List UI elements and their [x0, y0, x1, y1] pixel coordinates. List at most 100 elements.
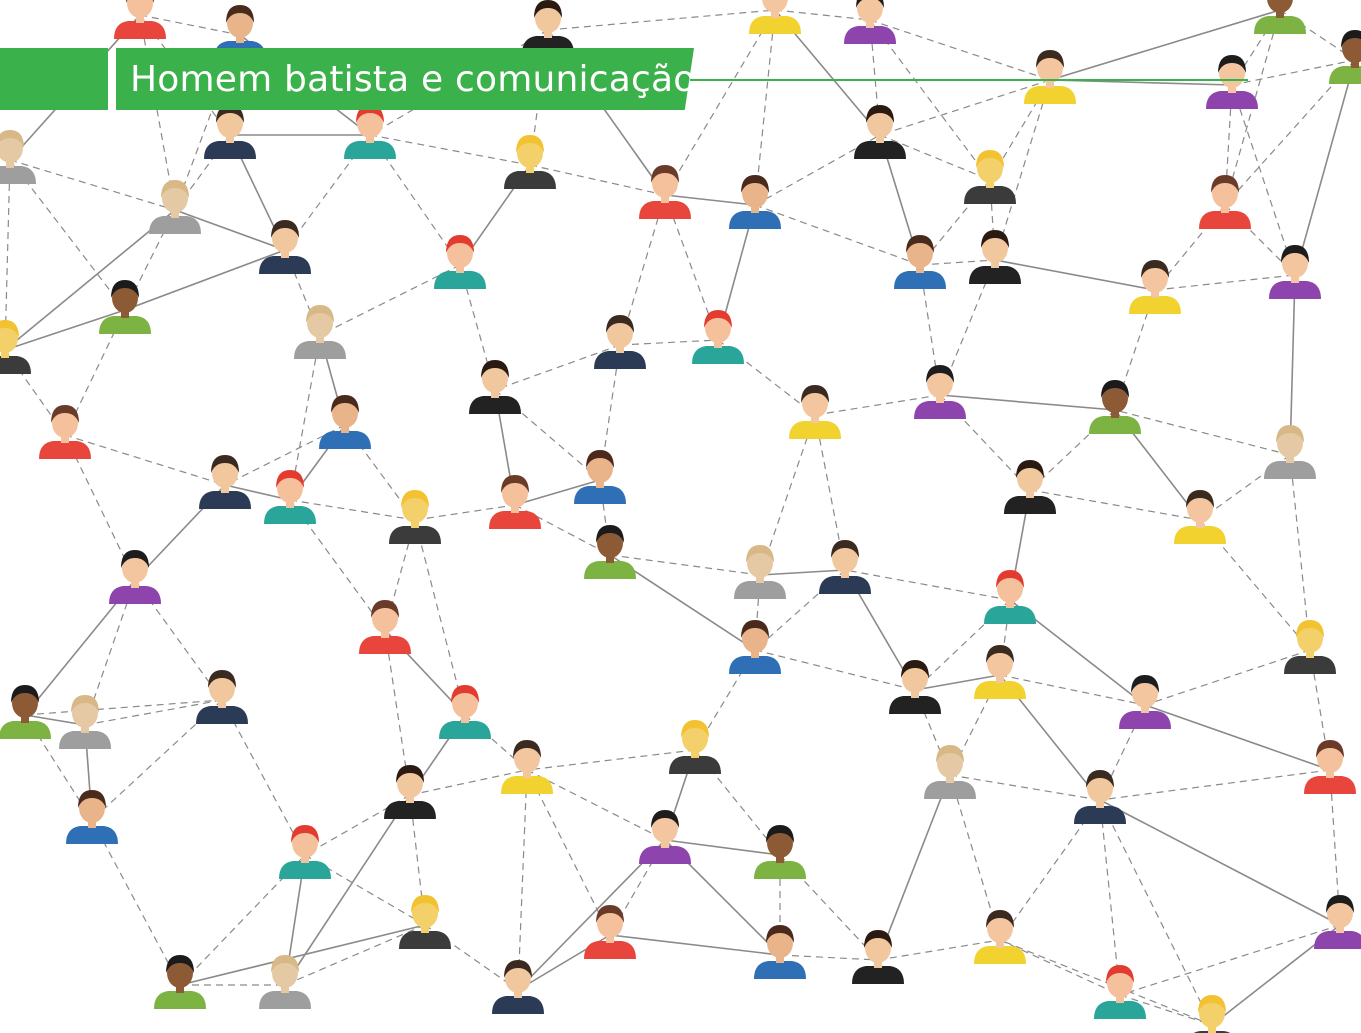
- network-link: [124, 249, 286, 311]
- person-avatar: [489, 475, 541, 529]
- person-avatar: [669, 720, 721, 774]
- network-link: [1289, 274, 1296, 456]
- person-avatar: [0, 685, 51, 739]
- network-link: [779, 954, 879, 961]
- network-link: [9, 159, 126, 311]
- network-link: [1049, 9, 1281, 81]
- person-avatar: [1304, 740, 1356, 794]
- network-link: [526, 749, 696, 771]
- person-avatar: [359, 600, 411, 654]
- person-avatar: [1089, 380, 1141, 434]
- network-link: [949, 774, 1101, 801]
- network-link: [999, 939, 1121, 996]
- person-avatar: [1206, 55, 1258, 109]
- person-avatar: [389, 490, 441, 544]
- network-link: [64, 434, 226, 486]
- person-avatar: [492, 960, 544, 1014]
- network-link: [526, 769, 611, 936]
- network-link: [664, 194, 719, 341]
- network-link: [494, 344, 621, 391]
- network-link: [24, 714, 86, 726]
- person-avatar: [66, 790, 118, 844]
- network-link: [994, 79, 1051, 261]
- network-link: [284, 924, 426, 986]
- person-avatar: [504, 135, 556, 189]
- person-avatar: [439, 685, 491, 739]
- person-avatar: [1193, 995, 1231, 1033]
- person-avatar: [279, 825, 331, 879]
- network-link: [994, 259, 1156, 291]
- network-link: [24, 714, 93, 821]
- network-link: [1231, 59, 1356, 86]
- network-link: [869, 19, 991, 181]
- network-link: [4, 309, 126, 351]
- network-link: [284, 794, 411, 986]
- person-avatar: [914, 365, 966, 419]
- network-link: [919, 259, 996, 266]
- network-link: [91, 819, 181, 986]
- network-link: [1114, 409, 1291, 456]
- network-link: [369, 29, 549, 136]
- person-avatar: [1269, 245, 1321, 299]
- person-avatar: [0, 320, 31, 374]
- person-avatar: [692, 310, 744, 364]
- title-banner: [116, 48, 694, 110]
- network-link: [664, 839, 781, 856]
- person-avatar: [259, 220, 311, 274]
- person-avatar: [501, 740, 553, 794]
- person-avatar: [1199, 175, 1251, 229]
- network-link: [1289, 454, 1311, 651]
- network-link: [304, 794, 411, 856]
- network-link: [517, 769, 528, 991]
- network-link: [1144, 649, 1311, 706]
- person-avatar: [1254, 0, 1306, 34]
- network-link: [409, 769, 528, 796]
- network-link: [879, 79, 1051, 136]
- network-link: [619, 194, 666, 346]
- network-link: [1119, 924, 1341, 996]
- person-avatar: [974, 645, 1026, 699]
- person-avatar: [344, 105, 396, 159]
- network-link: [514, 479, 601, 506]
- network-link: [384, 629, 411, 796]
- banner-left-block: [0, 48, 108, 110]
- network-link: [1224, 59, 1356, 206]
- network-link: [759, 414, 816, 576]
- person-avatar: [852, 930, 904, 984]
- network-link: [877, 774, 951, 961]
- network-link: [879, 134, 991, 181]
- person-avatar: [749, 0, 801, 34]
- network-link: [999, 939, 1213, 1026]
- network-link: [4, 159, 11, 351]
- network-link: [526, 769, 666, 841]
- network-link: [664, 194, 756, 206]
- network-link: [414, 519, 466, 716]
- network-link: [139, 14, 176, 211]
- person-avatar: [384, 765, 436, 819]
- person-avatar: [196, 670, 248, 724]
- person-avatar: [894, 235, 946, 289]
- network-link: [139, 14, 241, 36]
- person-avatar: [1174, 490, 1226, 544]
- network-link: [1114, 289, 1156, 411]
- network-link: [179, 924, 426, 986]
- page-title: Homem batista e comunicação: [130, 59, 696, 100]
- network-link: [754, 9, 776, 206]
- person-avatar: [59, 695, 111, 749]
- network-link: [1119, 994, 1213, 1026]
- network-link: [319, 264, 461, 336]
- person-avatar: [1074, 770, 1126, 824]
- person-avatar: [109, 550, 161, 604]
- network-link: [289, 499, 416, 521]
- person-avatar: [964, 150, 1016, 204]
- person-avatar: [259, 955, 311, 1009]
- network-link: [1099, 799, 1121, 996]
- network-link: [64, 434, 136, 581]
- network-link: [547, 9, 776, 31]
- network-link: [619, 339, 719, 346]
- network-link: [24, 699, 223, 716]
- network-link: [224, 484, 291, 501]
- network-link: [1099, 799, 1213, 1026]
- person-avatar: [319, 395, 371, 449]
